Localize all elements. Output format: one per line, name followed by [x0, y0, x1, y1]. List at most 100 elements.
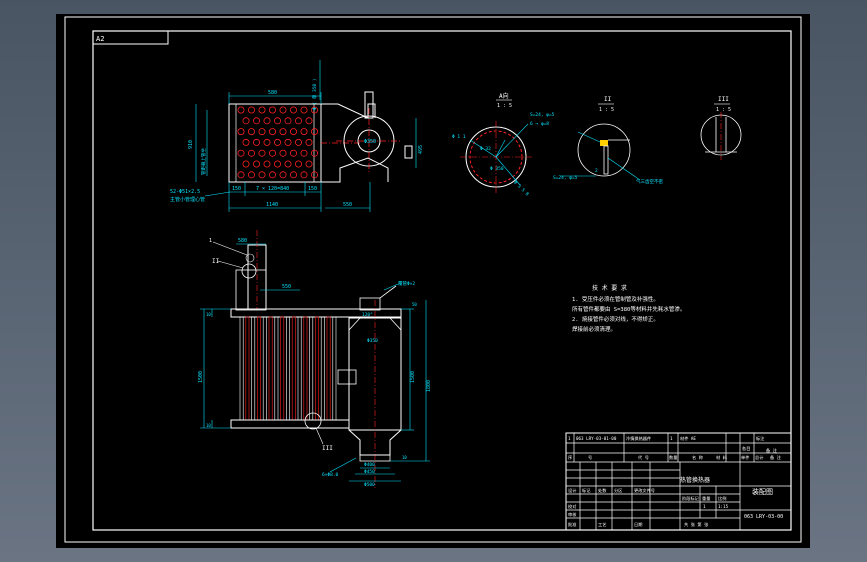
tube-hole: [268, 171, 276, 179]
tube-hole: [279, 106, 287, 114]
detail-ii-weld: [600, 140, 608, 146]
tube-hole: [310, 171, 318, 179]
outlet-stub: [364, 91, 374, 119]
tube-hole: [258, 106, 266, 114]
tube-hole: [237, 106, 245, 114]
sign-1-3: 更改文件号: [634, 487, 655, 494]
header-4: 数量: [669, 454, 677, 461]
plan-dim-right-offset: 550: [343, 202, 352, 208]
front-dim-cone-big: Φ500: [364, 482, 375, 488]
tube-hole-grid: [237, 106, 318, 179]
tube-hole: [247, 128, 255, 136]
inner-frame: [92, 30, 792, 531]
tube-hole: [247, 149, 255, 157]
plan-dim-left: 910: [188, 140, 194, 149]
flange-block: [404, 145, 413, 159]
front-mark-3: III: [322, 445, 333, 452]
rev-row1-3: 1: [670, 436, 673, 441]
front-dim-right-height: 1500: [410, 371, 416, 383]
plan-dim-left-inner: 管距载上管坐: [200, 148, 207, 175]
tube-hole: [237, 149, 245, 157]
tube-hole: [305, 160, 313, 168]
tube-hole: [273, 138, 281, 146]
detail-ii-circle: [577, 123, 631, 177]
tube-hole: [273, 160, 281, 168]
tube-hole: [289, 171, 297, 179]
weight-label: 重量: [702, 495, 710, 502]
product-name: 热管换热器: [680, 476, 710, 484]
detail-ii-label-1: 2: [595, 168, 598, 174]
detail-iii-scale: 1 : 5: [716, 107, 731, 113]
plan-view: Φ350 580 910 管距载上管坐 150 7 × 120=840 150 …: [170, 60, 424, 212]
front-dim-plate-top: 50: [412, 302, 417, 307]
ring-label-2: Φ 1 1: [452, 134, 466, 140]
tube-hole: [300, 149, 308, 157]
tube-hole: [279, 171, 287, 179]
marker-ii-circle: [241, 263, 257, 279]
detail-ii-scale: 1 : 5: [599, 107, 614, 113]
plan-dim-bottom-b: 7 × 120=840: [256, 186, 289, 192]
front-dim-right-overall: 1800: [426, 380, 432, 392]
tube-hole: [258, 149, 266, 157]
rev-row1-0: 1: [568, 436, 571, 441]
plan-dim-top-right: Φ ( 单 350 ): [311, 78, 318, 110]
title-block-text: 1 063 LRY-03-01-00 冷情换热器件 1 材件 AE 标注 各目 …: [568, 435, 783, 528]
ring-leaders: [469, 123, 529, 186]
plan-callout: 52-Φ51×2.5: [170, 189, 200, 195]
tube-hole: [247, 171, 255, 179]
tube-hole: [247, 106, 255, 114]
front-dim-top: 580: [238, 238, 247, 244]
tube-hole: [237, 128, 245, 136]
callout-leader: [204, 191, 231, 197]
ring-label-1: 6 → φ=8: [530, 121, 549, 127]
tube-hole: [237, 171, 245, 179]
sign-0-3: 批准: [568, 521, 576, 528]
tech-req-line-2: 所有管件都要由 S=380等材料并先耗水管渗。: [572, 305, 685, 313]
detail-iii-title: III: [718, 96, 729, 103]
header-3: 名 称: [692, 454, 703, 461]
tech-req-title: 技 术 要 求: [592, 284, 627, 292]
front-view: 1 II III 580 550 覆管Φ×2 120° Φ350: [198, 230, 432, 488]
plan-dim-top: 580: [268, 90, 277, 96]
drawing-paper: [56, 14, 810, 548]
plan-dim-right-height: 495: [418, 145, 424, 154]
tube-hole: [289, 128, 297, 136]
marker-iii-circle: [304, 412, 322, 430]
header-0: 序: [568, 454, 572, 461]
tube-hole: [242, 160, 250, 168]
stage-label: 阶段标记: [682, 495, 700, 502]
tube-hole: [268, 106, 276, 114]
detail-iii-view: III 1 : 5: [700, 96, 742, 160]
detail-ii-label-2: 气三齿空不密: [636, 178, 663, 185]
header-6: 单件: [741, 454, 749, 461]
plan-dim-overall: 1140: [266, 202, 278, 208]
assembly-label: 装配图: [752, 487, 773, 496]
front-dim-bottom-left: 6×Φ8.0: [322, 472, 339, 478]
top-nozzle: [359, 297, 381, 311]
duct-lower-outline: [321, 157, 389, 183]
tube-hole: [263, 160, 271, 168]
tube-hole: [289, 149, 297, 157]
tube-hole: [263, 138, 271, 146]
section-a-scale: 1 : 5: [497, 103, 512, 109]
tech-req-line-1: 1. 受压件必须在管制管及补强性。: [572, 295, 659, 303]
sign-2-0: 工艺: [598, 522, 606, 527]
tube-hole: [305, 138, 313, 146]
tube-hole: [294, 117, 302, 125]
marker-iii-leader: [315, 427, 324, 445]
front-dim-cone-mid: Φ450: [364, 469, 375, 475]
rev-row1-5: 标注: [756, 435, 765, 442]
title-block: [565, 432, 792, 531]
front-dim-left-bottom: 10: [206, 423, 211, 428]
vessel-top: [348, 317, 402, 331]
tube-hole: [252, 117, 260, 125]
scale-label: 比例: [718, 495, 726, 502]
tube-hole: [268, 128, 276, 136]
tube-hole: [310, 106, 318, 114]
tube-hole: [268, 149, 276, 157]
ring-inner: [469, 130, 523, 184]
ring-label-3: Φ 32: [480, 146, 491, 152]
tube-hole: [258, 128, 266, 136]
technical-requirements: 技 术 要 求 1. 受压件必须在管制管及补强性。 所有管件都要由 S=380等…: [572, 284, 685, 333]
